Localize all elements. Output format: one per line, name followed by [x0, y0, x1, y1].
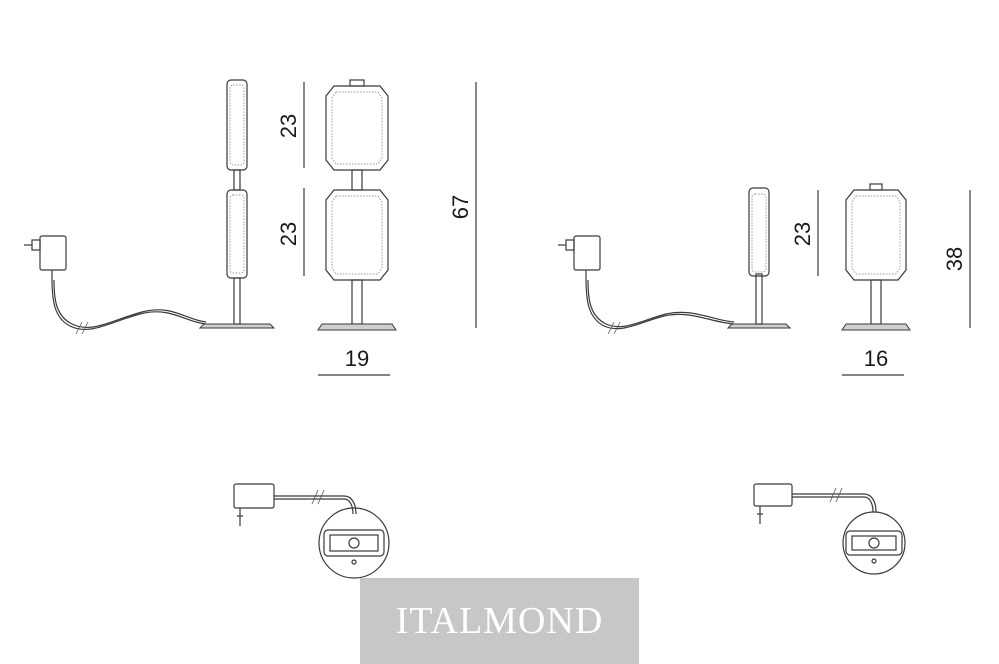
base-large-side: [198, 323, 276, 329]
small-base-bottom-detail: [753, 483, 906, 575]
upper-shade-front: [325, 85, 389, 171]
shade-small-side: [748, 187, 770, 277]
cable-small: [585, 277, 735, 330]
base-circle-large: [318, 507, 390, 579]
plug-adapter-large: [24, 235, 67, 278]
dim-shade-small: 23: [790, 222, 815, 246]
watermark-logo: ITALMOND: [360, 578, 639, 664]
dim-total-height-large: 67: [448, 195, 473, 219]
dim-upper-shade: 23: [276, 114, 301, 138]
cable-large: [51, 277, 207, 331]
shade-small-front: [845, 189, 907, 281]
base-circle-small: [842, 511, 906, 575]
small-lamp-side-view: [558, 187, 792, 335]
dim-base-width-large: 19: [345, 346, 369, 371]
base-small-front: [841, 323, 911, 331]
base-small-side: [726, 323, 792, 329]
dim-base-width-small: 16: [864, 346, 888, 371]
dim-total-height-small: 38: [942, 247, 967, 271]
lower-shade-front: [325, 189, 389, 281]
large-base-bottom-detail: [233, 483, 390, 579]
large-lamp-side-view: [24, 79, 276, 335]
small-lamp-front-view: [841, 183, 911, 331]
large-lamp-front-view: [317, 79, 397, 331]
plug-adapter-small: [558, 235, 601, 278]
base-large-front: [317, 323, 397, 331]
dim-lower-shade: 23: [276, 222, 301, 246]
